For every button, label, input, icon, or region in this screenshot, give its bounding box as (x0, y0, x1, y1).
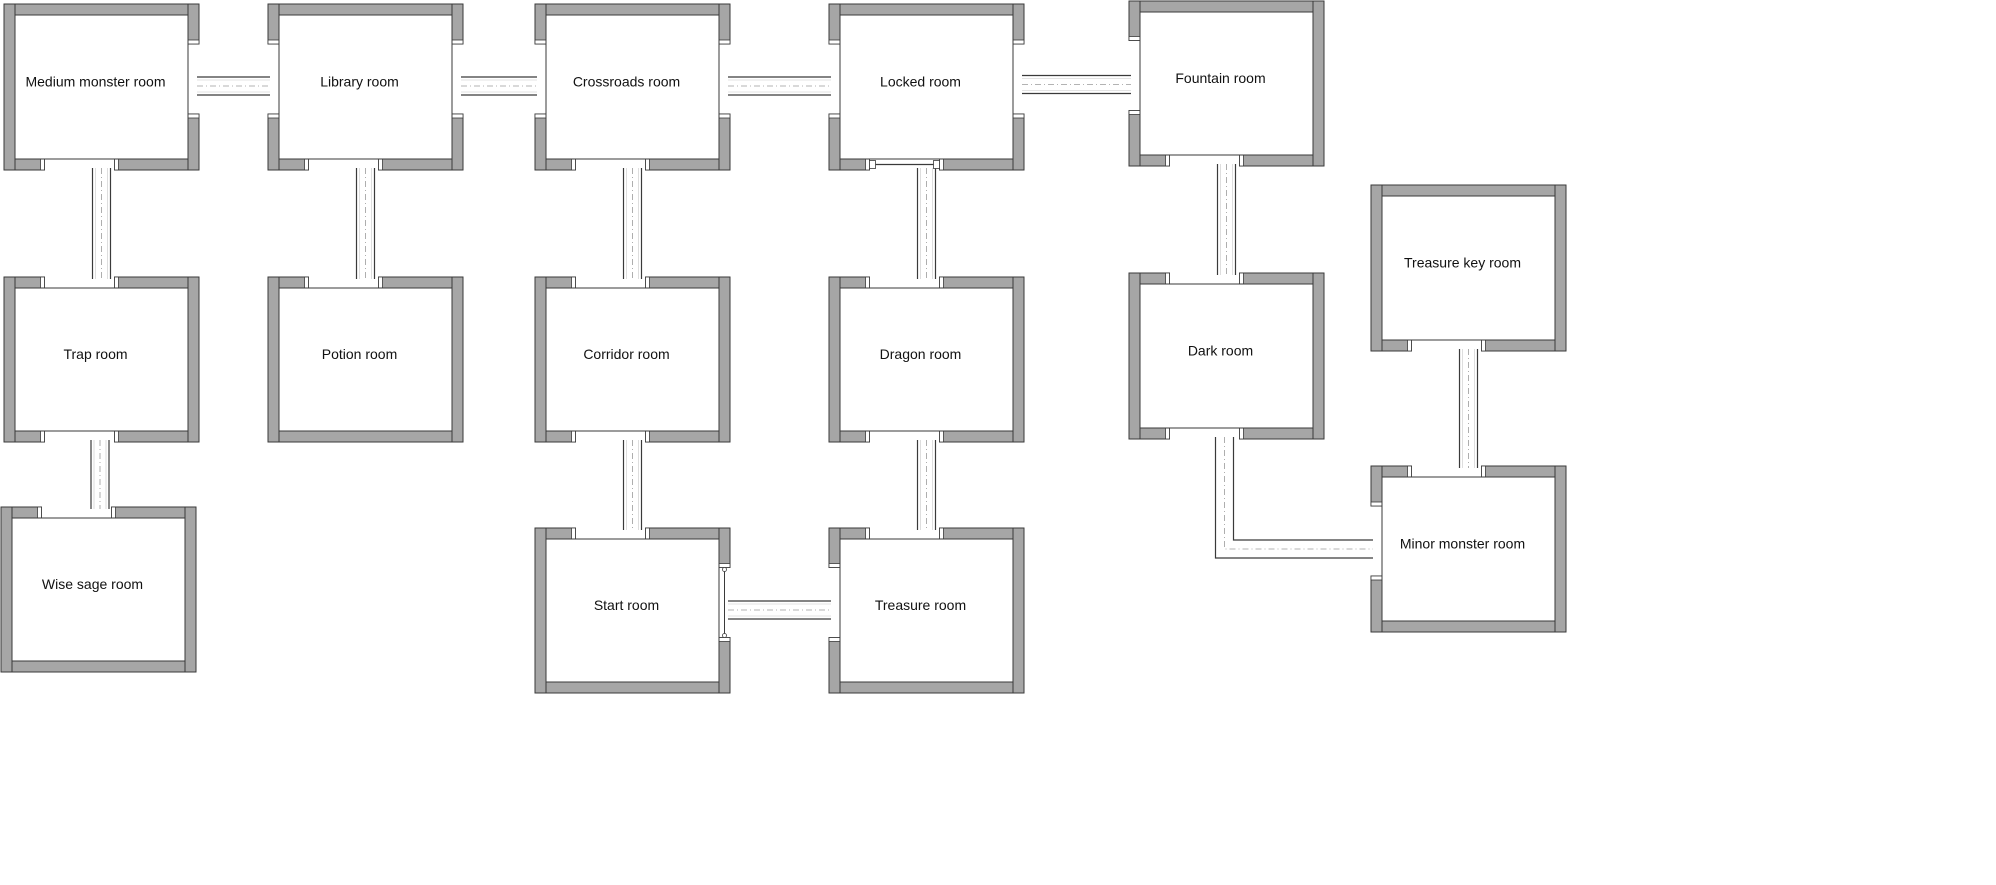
room-label-dragon: Dragon room (880, 346, 962, 362)
room-medium-monster: Medium monster room (3, 3, 200, 171)
room-treasure-key: Treasure key room (1370, 184, 1567, 352)
room-start: Start room (534, 527, 731, 694)
room-library: Library room (267, 3, 464, 171)
corridor-library-to-potion (355, 168, 376, 279)
corridor-medium-monster-to-library (197, 76, 270, 96)
corridors-layer (90, 74, 1479, 620)
corridor-trap-to-wise-sage (90, 440, 110, 509)
room-label-wise-sage: Wise sage room (42, 576, 143, 592)
corridor-crossroads-to-locked (728, 76, 831, 96)
room-potion: Potion room (267, 276, 464, 443)
corridor-dragon-to-treasure (916, 440, 937, 530)
room-fountain: Fountain room (1128, 0, 1325, 167)
room-minor-monster: Minor monster room (1370, 465, 1567, 633)
room-label-locked: Locked room (880, 74, 961, 90)
room-label-fountain: Fountain room (1175, 70, 1265, 86)
room-dark: Dark room (1128, 272, 1325, 440)
corridor-locked-to-dragon (916, 168, 937, 279)
room-label-dark: Dark room (1188, 343, 1253, 359)
room-label-trap: Trap room (63, 346, 127, 362)
room-label-potion: Potion room (322, 346, 397, 362)
corridor-library-to-crossroads (461, 76, 537, 96)
room-label-treasure: Treasure room (875, 597, 966, 613)
corridor-corridor-to-start (622, 440, 643, 530)
hinged-door (722, 567, 727, 638)
corridor-fountain-to-dark (1216, 164, 1237, 275)
room-wise-sage: Wise sage room (0, 506, 197, 673)
corridor-crossroads-to-corridor (622, 168, 643, 279)
room-label-library: Library room (320, 74, 399, 90)
room-treasure: Treasure room (828, 527, 1025, 694)
locked-door (869, 160, 940, 169)
rooms-layer: Medium monster room Library room Crossroad… (0, 0, 1567, 694)
room-crossroads: Crossroads room (534, 3, 731, 171)
room-label-medium-monster: Medium monster room (25, 74, 165, 90)
corridor-dark-to-minor-monster (1214, 437, 1373, 559)
room-label-start: Start room (594, 597, 659, 613)
room-label-treasure-key: Treasure key room (1404, 255, 1521, 271)
room-trap: Trap room (3, 276, 200, 443)
room-label-minor-monster: Minor monster room (1400, 536, 1525, 552)
room-label-crossroads: Crossroads room (573, 74, 680, 90)
corridor-start-to-treasure (728, 600, 831, 620)
room-corridor: Corridor room (534, 276, 731, 443)
corridor-locked-to-fountain (1022, 74, 1131, 95)
room-label-corridor: Corridor room (583, 346, 669, 362)
corridor-treasure-key-to-minor-monster (1458, 349, 1479, 468)
room-dragon: Dragon room (828, 276, 1025, 443)
corridor-medium-monster-to-trap (91, 168, 112, 279)
room-locked: Locked room (828, 3, 1025, 171)
